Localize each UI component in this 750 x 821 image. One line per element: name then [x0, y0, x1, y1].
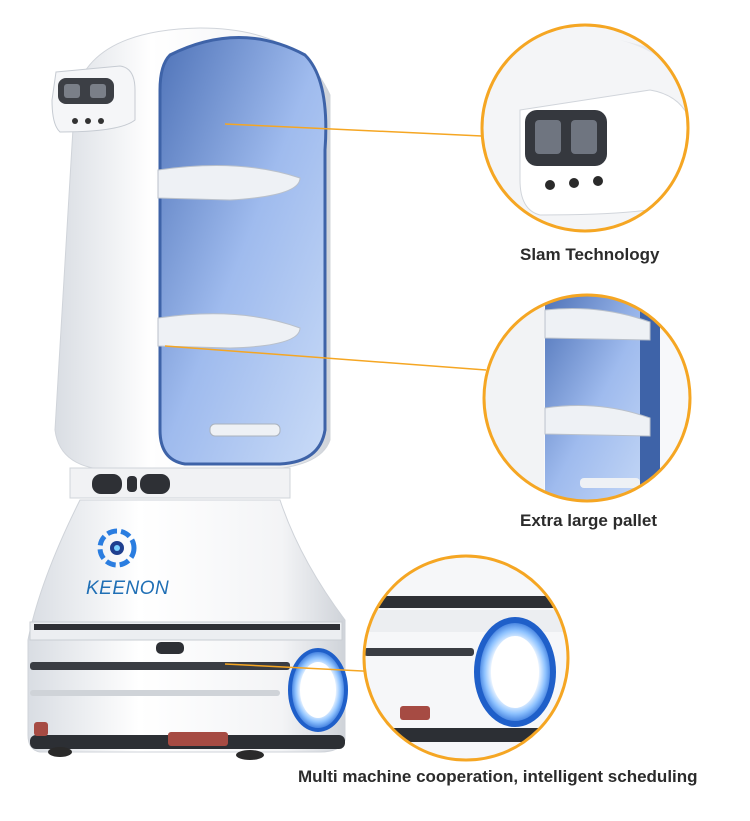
callout-pallet — [482, 293, 692, 503]
callout-base — [362, 554, 570, 762]
callout-line — [224, 123, 483, 137]
robot-body — [27, 27, 348, 760]
callout-line — [164, 345, 487, 371]
brand-logo-text: KEENON — [86, 578, 170, 599]
callout-slam — [480, 23, 690, 233]
feature-label-pallet: Extra large pallet — [520, 511, 658, 530]
keenon-logo-icon — [97, 528, 137, 568]
feature-label-slam: Slam Technology — [520, 245, 660, 264]
feature-label-scheduling: Multi machine cooperation, intelligent s… — [298, 767, 698, 786]
callout-line — [224, 663, 384, 673]
